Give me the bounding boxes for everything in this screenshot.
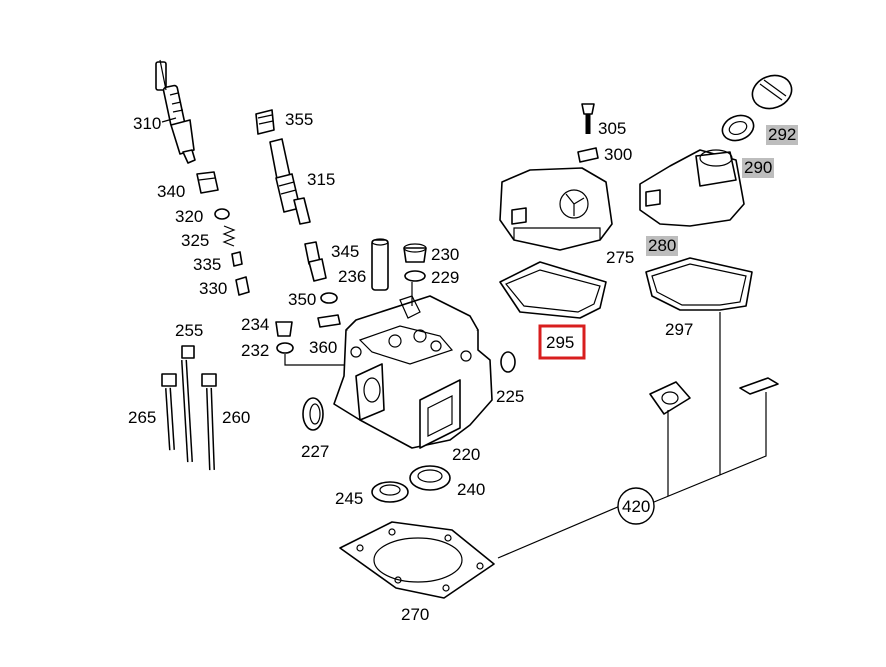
selected-part-box [538, 324, 586, 360]
label-240[interactable]: 240 [457, 480, 485, 499]
label-360[interactable]: 360 [309, 338, 337, 357]
label-220[interactable]: 220 [452, 445, 480, 464]
head-gasket-270[interactable] [339, 521, 495, 599]
label-255[interactable]: 255 [175, 321, 203, 340]
label-320[interactable]: 320 [175, 207, 203, 226]
label-230[interactable]: 230 [431, 245, 459, 264]
label-300[interactable]: 300 [604, 145, 632, 164]
screw-305[interactable] [581, 103, 595, 134]
seal-240[interactable] [409, 465, 451, 491]
gasket-small-a[interactable] [649, 381, 691, 415]
label-275[interactable]: 275 [606, 248, 634, 267]
screw-234[interactable] [275, 321, 293, 337]
label-315[interactable]: 315 [307, 170, 335, 189]
label-340[interactable]: 340 [157, 182, 185, 201]
label-227[interactable]: 227 [301, 442, 329, 461]
label-290[interactable]: 290 [744, 158, 772, 177]
label-310[interactable]: 310 [133, 114, 161, 133]
ring-290[interactable] [719, 111, 757, 144]
injector-315[interactable] [269, 138, 311, 225]
seal-245[interactable] [371, 481, 409, 503]
washer-229[interactable] [404, 270, 426, 282]
label-325[interactable]: 325 [181, 231, 209, 250]
nut-355[interactable] [255, 109, 275, 135]
label-270[interactable]: 270 [401, 605, 429, 624]
injector-310[interactable] [155, 59, 196, 164]
label-305[interactable]: 305 [598, 119, 626, 138]
label-265[interactable]: 265 [128, 408, 156, 427]
gasket-small-b[interactable] [739, 377, 779, 395]
label-292[interactable]: 292 [768, 125, 796, 144]
label-345[interactable]: 345 [331, 242, 359, 261]
washer-320[interactable] [214, 208, 230, 220]
highlight-280 [646, 236, 678, 256]
label-295[interactable]: 295 [546, 333, 574, 352]
bolt-255[interactable] [181, 345, 195, 463]
washer-232[interactable] [276, 342, 294, 354]
label-232[interactable]: 232 [241, 341, 269, 360]
highlight-290 [742, 158, 774, 178]
nut-340[interactable] [196, 171, 219, 194]
label-236[interactable]: 236 [338, 267, 366, 286]
ring-350[interactable] [320, 292, 338, 304]
seal-227[interactable] [302, 397, 324, 431]
cover-280[interactable] [639, 149, 745, 227]
bolt-265[interactable] [161, 373, 177, 451]
label-225[interactable]: 225 [496, 387, 524, 406]
label-297[interactable]: 297 [665, 320, 693, 339]
nozzle-345[interactable] [304, 241, 327, 282]
bolt-260[interactable] [201, 373, 217, 471]
label-229[interactable]: 229 [431, 268, 459, 287]
fitting-330[interactable] [235, 276, 250, 296]
gasket-295[interactable] [499, 261, 607, 319]
label-420[interactable]: 420 [622, 497, 650, 516]
plug-225[interactable] [500, 351, 516, 373]
label-280[interactable]: 280 [648, 236, 676, 255]
label-234[interactable]: 234 [241, 315, 269, 334]
cylinder-head-220[interactable] [333, 282, 493, 449]
cover-275[interactable] [499, 167, 613, 251]
label-355[interactable]: 355 [285, 110, 313, 129]
highlight-292 [766, 125, 798, 145]
washer-300[interactable] [577, 147, 599, 163]
label-350[interactable]: 350 [288, 290, 316, 309]
sleeve-236[interactable] [371, 238, 389, 291]
kit-420-circle[interactable] [617, 487, 655, 525]
key-part[interactable] [317, 314, 341, 328]
label-245[interactable]: 245 [335, 489, 363, 508]
spring-325[interactable] [222, 225, 236, 247]
label-330[interactable]: 330 [199, 279, 227, 298]
plug-230[interactable] [403, 243, 427, 263]
label-260[interactable]: 260 [222, 408, 250, 427]
cap-292[interactable] [748, 70, 797, 114]
label-335[interactable]: 335 [193, 255, 221, 274]
gasket-297[interactable] [645, 257, 753, 311]
pin-335[interactable] [231, 251, 243, 267]
